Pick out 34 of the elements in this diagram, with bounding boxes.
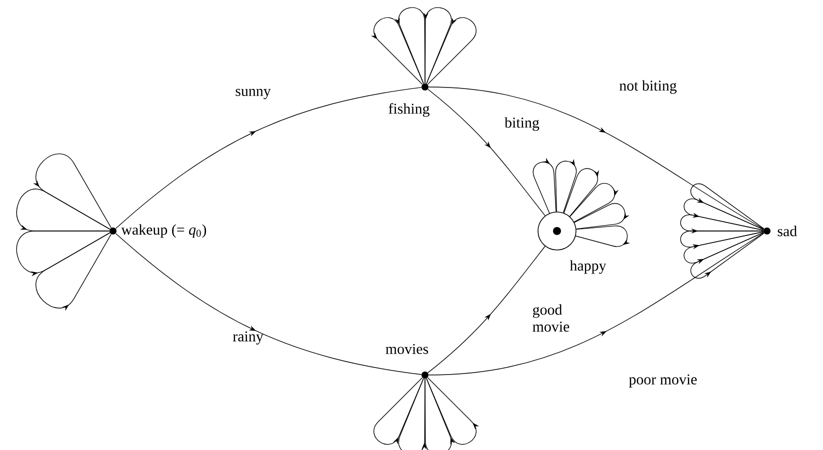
state-dot — [110, 227, 116, 234]
self-loop — [575, 226, 630, 247]
state-dot — [764, 227, 770, 234]
state-label: wakeup (= q$_{0}$) — [121, 224, 206, 238]
state-label: happy — [570, 260, 606, 274]
edge-label: poor movie — [629, 374, 697, 388]
arrow — [115, 233, 422, 375]
self-loop — [574, 203, 630, 230]
self-loop — [690, 232, 764, 278]
self-loop — [570, 182, 619, 222]
edge-label: rainy — [232, 331, 264, 345]
self-loop — [532, 158, 556, 214]
edge-label: biting — [504, 117, 540, 131]
state-dot — [422, 83, 428, 90]
self-loop — [16, 188, 110, 232]
arrow — [428, 86, 764, 230]
self-loop — [684, 198, 764, 231]
state-label: movies — [386, 344, 428, 354]
state-label: fishing — [388, 103, 430, 117]
accepting-state — [538, 212, 576, 250]
arrow — [115, 87, 422, 229]
self-loop — [426, 17, 476, 85]
arrow — [428, 88, 546, 216]
arrow — [428, 232, 764, 376]
self-loop — [374, 377, 424, 445]
edge-label: good movie — [532, 304, 570, 332]
self-loop — [555, 158, 577, 213]
edge-label: sunny — [236, 88, 271, 100]
self-loop — [564, 168, 600, 217]
edge-label: not biting — [620, 80, 677, 94]
state-dot — [422, 371, 428, 378]
state-label: sad — [778, 226, 797, 236]
arrow — [428, 246, 546, 374]
self-loop — [690, 183, 764, 230]
